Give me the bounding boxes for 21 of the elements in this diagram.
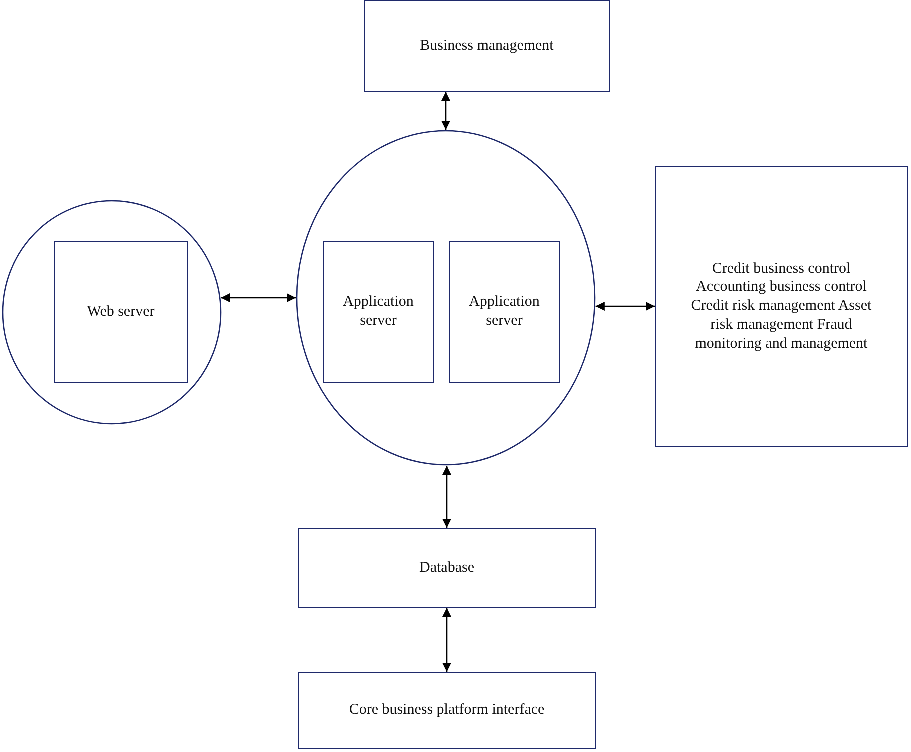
arrow [442,466,452,528]
node-label: Credit business control Accounting business control Credit risk management Asset risk management Fraud monitoring and management [690,260,873,354]
process-box [298,528,596,608]
process-box [54,241,188,383]
process-box [323,241,434,383]
node-label: Database [418,558,476,578]
process-box [655,166,908,447]
node-label: Web server [86,302,156,322]
server-circle [296,130,596,466]
server-circle [2,200,222,425]
node-label: Application server [342,293,415,331]
process-box [364,0,610,92]
arrow [441,92,451,130]
node-label: Core business platform interface [348,701,546,720]
process-box [298,672,596,749]
node-label: Business management [419,36,555,56]
arrow [442,608,452,672]
arrow [221,293,296,303]
arrow [596,302,655,312]
node-label: Application server [468,293,541,331]
process-box [449,241,560,383]
